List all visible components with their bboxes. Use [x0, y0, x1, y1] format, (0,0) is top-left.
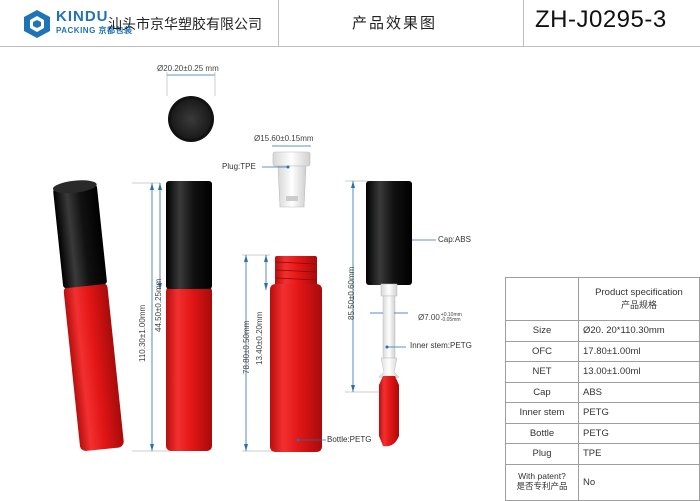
bottle-material-label: Bottle:PETG [327, 435, 372, 444]
plug-diameter-label: Ø15.60±0.15mm [254, 134, 314, 143]
brand-name: KINDU [56, 8, 109, 25]
open-bottle [242, 254, 322, 452]
tilted-lip-gloss [52, 180, 124, 451]
table-row: Bottle PETG [505, 422, 700, 444]
wand-diameter-label: Ø7.00+0.10mm-0.05mm [418, 312, 462, 323]
cap-with-stem [345, 180, 412, 447]
spec-key: Cap [505, 381, 579, 403]
inner-stem-material-label: Inner stem:PETG [410, 341, 472, 350]
cap-material-label: Cap:ABS [438, 235, 471, 244]
model-number: ZH-J0295-3 [535, 6, 667, 33]
patent-key-en: With patent? [518, 471, 566, 481]
callout-lines [262, 165, 436, 442]
spec-value: PETG [578, 402, 700, 424]
patent-key-cn: 是否专利产品 [516, 482, 568, 492]
overall-height-dimension [132, 182, 170, 452]
table-row: Plug TPE [505, 443, 700, 465]
plug-material-label: Plug:TPE [222, 162, 256, 171]
header-divider [523, 0, 524, 46]
spec-value: 17.80±1.00ml [578, 340, 700, 362]
table-row: Size Ø20. 20*110.30mm [505, 320, 700, 342]
spec-key: Plug [505, 443, 579, 465]
bottle-height-label: 78.80±0.50mm [242, 320, 251, 374]
cap-height-label: 44.50±0.25mm [154, 278, 163, 332]
spec-key: OFC [505, 340, 579, 362]
overall-height-label: 110.30±1.00mm [138, 304, 147, 362]
table-row: With patent? 是否专利产品 No [505, 463, 700, 501]
company-name: 汕头市京华塑胶有限公司 [108, 17, 262, 33]
spec-value: PETG [578, 422, 700, 444]
stem-length-label: 85.50±0.60mm [347, 266, 356, 320]
spec-table-header: Product specification 产品规格 [505, 277, 700, 321]
table-row: OFC 17.80±1.00ml [505, 340, 700, 362]
spec-table: Product specification 产品规格 Size Ø20. 20*… [505, 277, 700, 501]
cap-diameter-label: Ø20.20±0.25 mm [157, 64, 219, 73]
neck-height-label: 13.40±0.20mm [255, 311, 264, 365]
closed-lip-gloss [166, 181, 212, 451]
brand-subtitle: PACKING 京都包装 [56, 26, 133, 35]
page-header: KINDU PACKING 京都包装 汕头市京华塑胶有限公司 产品效果图 ZH-… [0, 0, 700, 47]
page-title: 产品效果图 [352, 14, 438, 32]
cap-top-view [166, 72, 216, 142]
kindu-logo-icon [24, 10, 50, 38]
spec-heading-cn: 产品规格 [620, 301, 657, 311]
spec-key: Bottle [505, 422, 579, 444]
spec-value: Ø20. 20*110.30mm [578, 320, 700, 342]
spec-key: Size [505, 320, 579, 342]
spec-key: Inner stem [505, 402, 579, 424]
plug-part [272, 145, 311, 208]
spec-heading-en: Product specification [595, 287, 683, 298]
table-row: Inner stem PETG [505, 402, 700, 424]
header-divider [278, 0, 279, 46]
spec-value: ABS [578, 381, 700, 403]
table-row: Cap ABS [505, 381, 700, 403]
spec-value: TPE [578, 443, 700, 465]
spec-key: NET [505, 361, 579, 383]
table-row: NET 13.00±1.00ml [505, 361, 700, 383]
spec-value: 13.00±1.00ml [578, 361, 700, 383]
